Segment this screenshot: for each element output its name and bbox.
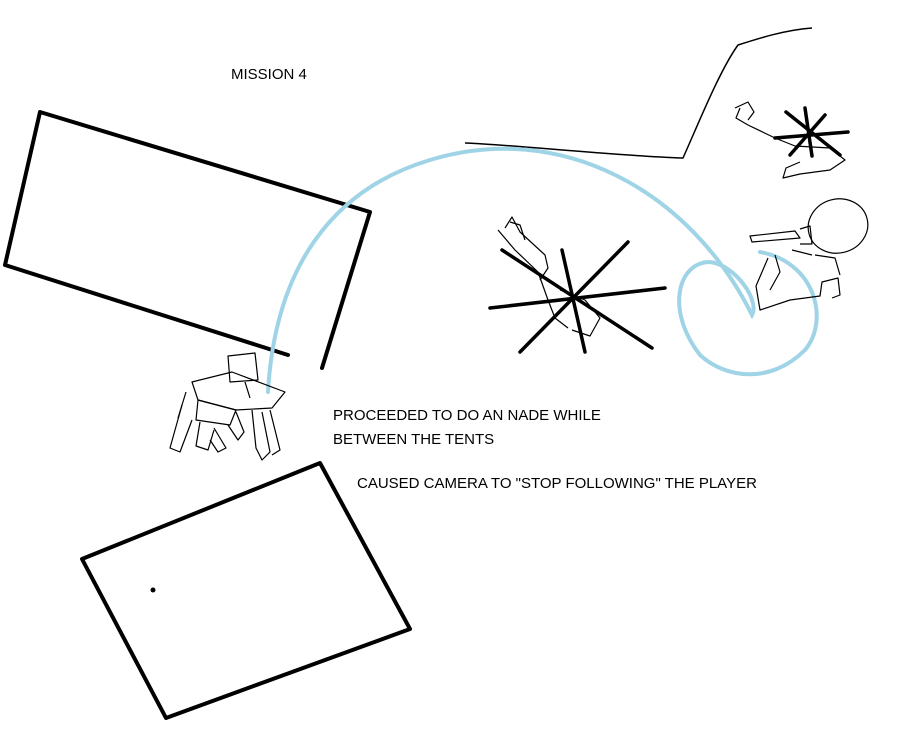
grenade-trajectory xyxy=(266,146,819,394)
terrain-line xyxy=(464,27,813,159)
enemy-figure-icon xyxy=(497,216,601,337)
tent-upper xyxy=(3,110,372,370)
explosion-star-icon xyxy=(773,106,850,158)
note-line: CAUSED CAMERA TO "STOP FOLLOWING" THE PL… xyxy=(357,475,757,492)
explosion-star-icon xyxy=(488,240,667,354)
tent-lower xyxy=(80,461,412,720)
note-line: PROCEEDED TO DO AN NADE WHILE xyxy=(333,407,601,424)
mission-title: MISSION 4 xyxy=(231,66,307,83)
enemy-figure-icon xyxy=(749,198,869,311)
player-figure-icon xyxy=(169,352,286,461)
note-line: BETWEEN THE TENTS xyxy=(333,431,495,448)
